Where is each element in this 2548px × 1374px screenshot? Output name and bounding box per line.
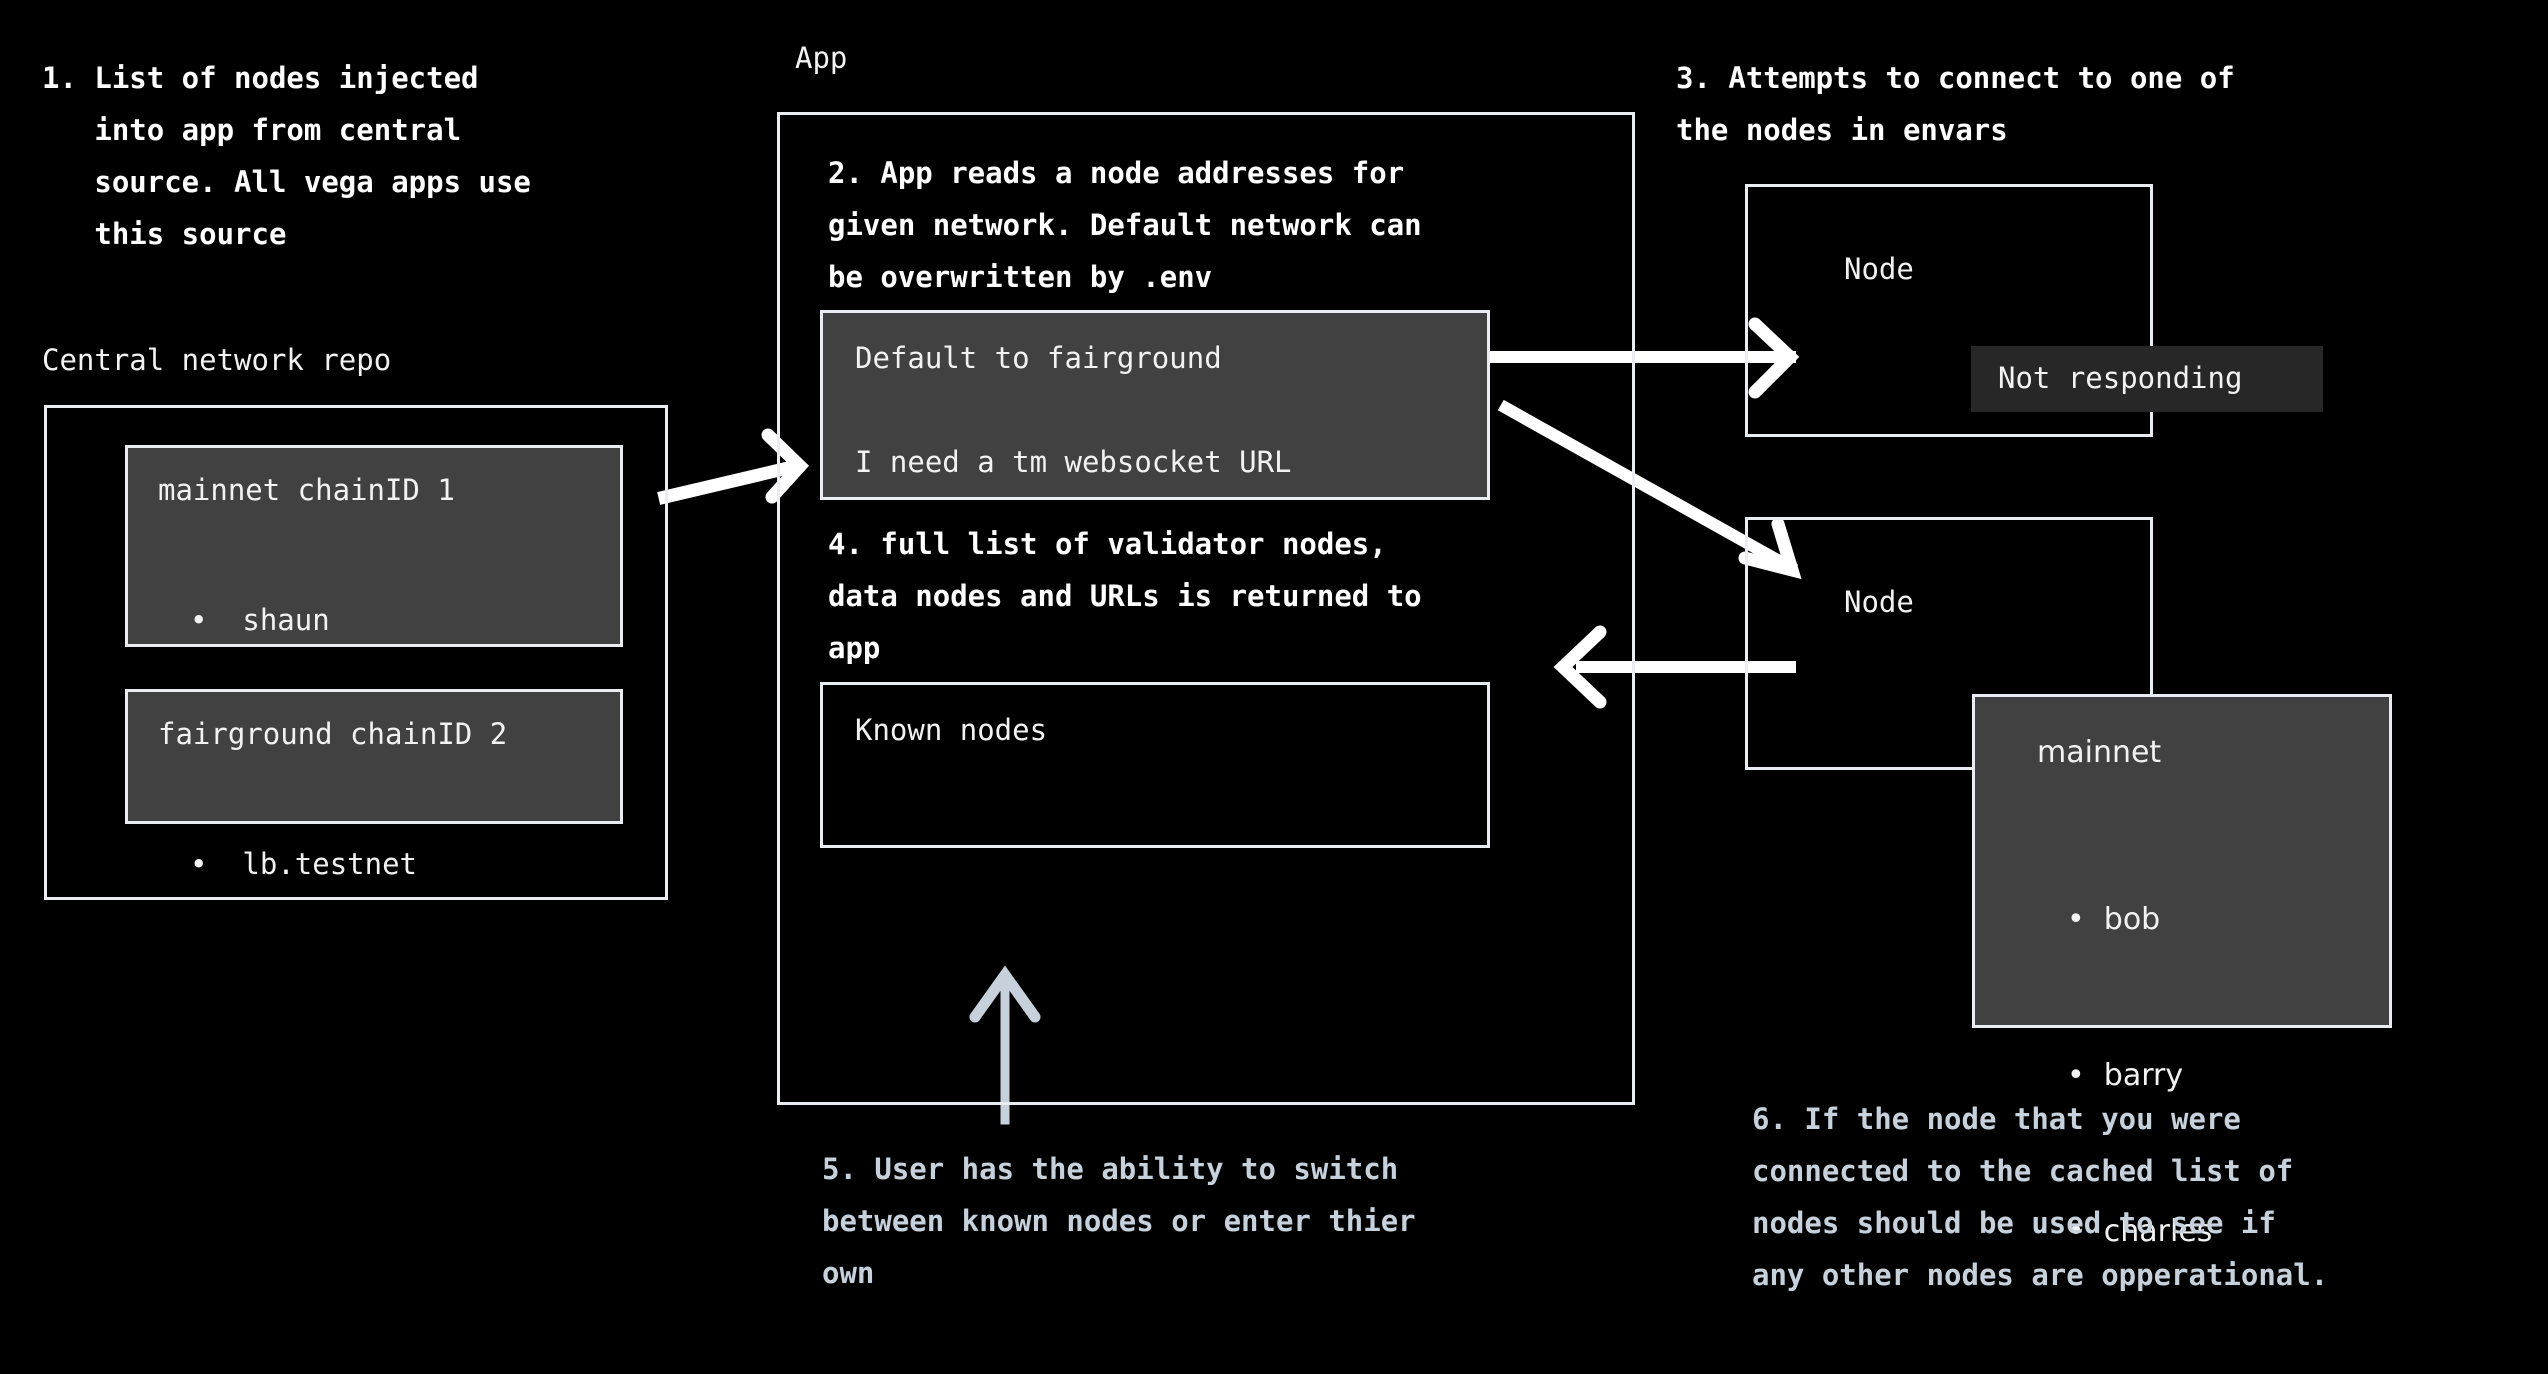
step-4-note: 4. full list of validator nodes, data no… bbox=[828, 527, 1422, 665]
status-badge: Not responding bbox=[1971, 346, 2323, 412]
network-node-list: lb.testnet bbox=[190, 764, 417, 964]
known-nodes-title: Known nodes bbox=[855, 713, 1048, 747]
list-item: shaun bbox=[190, 600, 329, 640]
default-network-line-2: I need a tm websocket URL bbox=[855, 445, 1292, 479]
cached-list-items: bob barry charles david is off sick bbox=[2067, 790, 2336, 1374]
default-network-panel[interactable]: Default to fairground I need a tm websoc… bbox=[820, 310, 1490, 500]
default-network-line-1: Default to fairground bbox=[855, 341, 1222, 375]
cached-node-list[interactable]: mainnet bob barry charles david is off s… bbox=[1972, 694, 2392, 1374]
list-item: lb.testnet bbox=[190, 844, 417, 884]
node-2: Node bbox=[1745, 517, 2153, 770]
status-badge-label: Not responding bbox=[1998, 361, 2243, 395]
step-3-note: 3. Attempts to connect to one of the nod… bbox=[1676, 61, 2235, 147]
step-6-note: 6. If the node that you were connected t… bbox=[1752, 1102, 2329, 1292]
cached-list-title: mainnet bbox=[2037, 735, 2162, 770]
list-item: david is off sick bbox=[2067, 1362, 2336, 1374]
known-nodes-panel[interactable]: Known nodes bbox=[820, 682, 1490, 848]
app-label: App bbox=[795, 41, 848, 75]
step-1-note: 1. List of nodes injected into app from … bbox=[42, 61, 531, 251]
network-title: fairground chainID 2 bbox=[158, 717, 508, 751]
network-card-mainnet[interactable]: mainnet chainID 1 shaun david bbox=[125, 445, 623, 757]
step-5-note: 5. User has the ability to switch betwee… bbox=[822, 1152, 1416, 1290]
list-item: bob bbox=[2067, 894, 2336, 946]
network-title: mainnet chainID 1 bbox=[158, 473, 455, 507]
node-label: Node bbox=[1844, 585, 1914, 619]
list-item: barry bbox=[2067, 1050, 2336, 1102]
node-1: Node bbox=[1745, 184, 2153, 437]
list-item: charles bbox=[2067, 1206, 2336, 1258]
node-label: Node bbox=[1844, 252, 1914, 286]
app-box: 2. App reads a node addresses for given … bbox=[777, 112, 1635, 1105]
network-card-fairground[interactable]: fairground chainID 2 lb.testnet bbox=[125, 689, 623, 881]
central-network-repo: mainnet chainID 1 shaun david fairground… bbox=[44, 405, 668, 900]
central-repo-label: Central network repo bbox=[42, 343, 392, 377]
step-2-note: 2. App reads a node addresses for given … bbox=[828, 156, 1422, 294]
